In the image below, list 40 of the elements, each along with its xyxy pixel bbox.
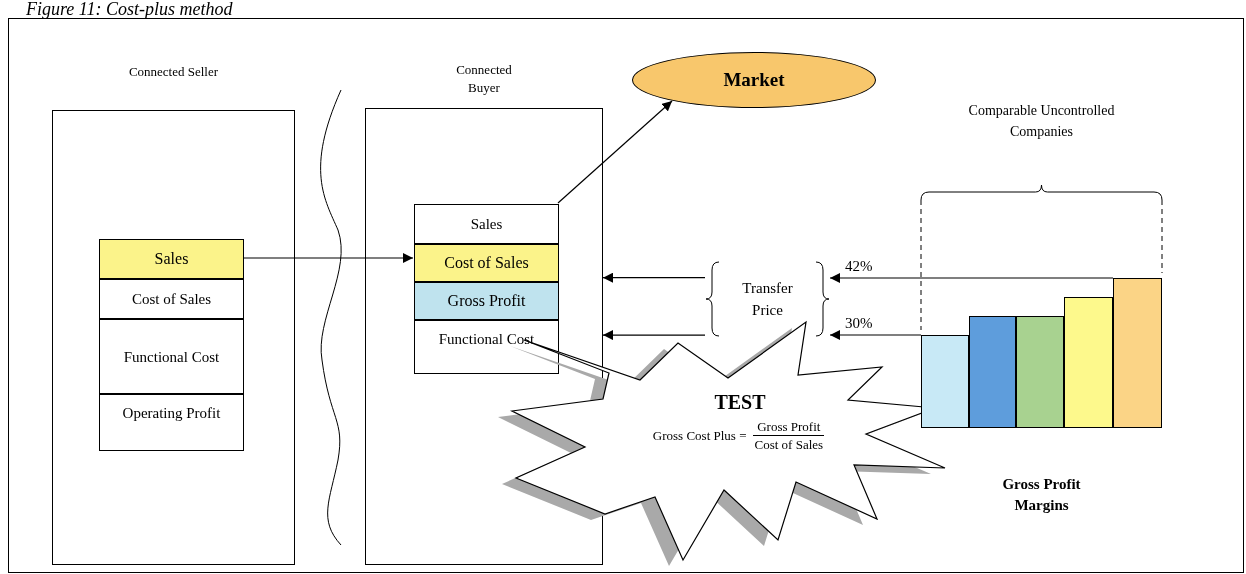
- bar: [969, 316, 1016, 428]
- arrow: [829, 273, 1114, 283]
- arrow: [829, 330, 922, 340]
- node-text: Cost of Sales: [131, 290, 212, 309]
- figure-title: Figure 11: Cost-plus method: [26, 0, 233, 18]
- bar: [921, 335, 969, 428]
- edge-label: 42%: [844, 258, 874, 274]
- account-row: [99, 279, 244, 319]
- node-text: Sales: [470, 215, 503, 234]
- node-text: Transfer Price: [741, 279, 794, 320]
- bar: [1064, 297, 1113, 428]
- node-text: Functional Cost: [438, 330, 535, 349]
- bar: [1016, 316, 1064, 428]
- account-row: [414, 244, 559, 282]
- node-text: Functional Cost: [123, 347, 220, 367]
- node-text: Gross Profit: [447, 291, 526, 311]
- node-text: Operating Profit: [122, 404, 221, 423]
- fraction-numerator: Gross Profit: [753, 418, 825, 436]
- account-row: [414, 204, 559, 244]
- arrow: [602, 330, 706, 341]
- arrow: [557, 100, 673, 204]
- bar: [1113, 278, 1162, 428]
- account-row: [99, 394, 244, 451]
- group-label: Comparable Uncontrolled Companies: [967, 102, 1116, 141]
- axis-caption: Gross Profit Margins: [1001, 475, 1082, 515]
- account-row: [414, 320, 559, 374]
- company-heading: Connected Seller: [128, 63, 219, 81]
- test-heading: TEST: [714, 390, 766, 414]
- edge-label: 30%: [844, 315, 874, 331]
- node-text: Market: [723, 67, 785, 92]
- node-text: Sales: [154, 249, 189, 269]
- arrow: [242, 253, 414, 263]
- company-heading: Connected Buyer: [455, 61, 513, 97]
- account-row: [414, 282, 559, 320]
- node-text: Cost of Sales: [444, 253, 529, 273]
- account-row: [99, 239, 244, 279]
- account-row: [99, 319, 244, 394]
- formula-text: Gross Cost Plus =: [652, 426, 747, 445]
- fraction-denominator: Cost of Sales: [753, 436, 825, 453]
- arrow: [602, 272, 706, 283]
